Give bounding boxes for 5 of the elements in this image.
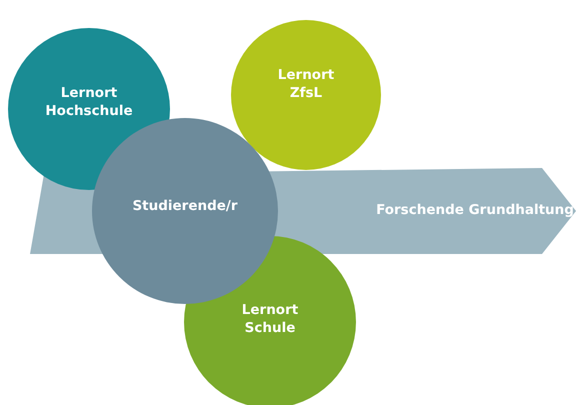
node-label: Forschende Grundhaltung xyxy=(375,202,575,220)
node-label: Lernort Hochschule xyxy=(44,85,134,121)
node-label: Lernort Schule xyxy=(240,302,300,338)
node-label: Studierende/r xyxy=(131,198,239,216)
node-label: Lernort ZfsL xyxy=(276,67,336,103)
